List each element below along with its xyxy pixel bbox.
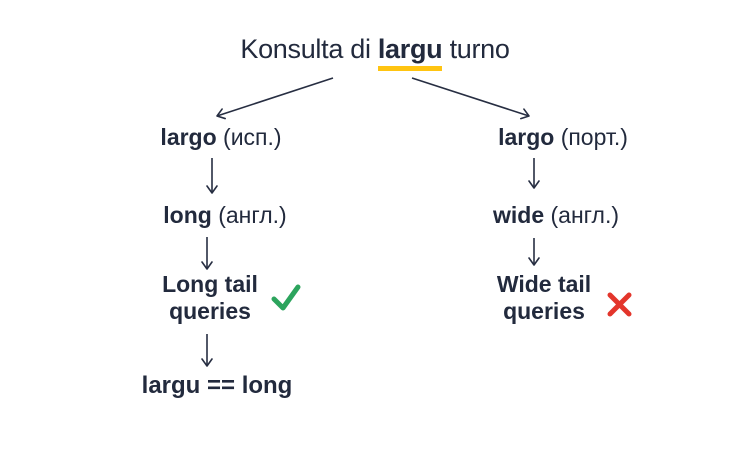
highlighted-term: largu	[377, 34, 443, 71]
result-line-1: Wide tail	[496, 271, 592, 297]
node-language: (исп.)	[223, 124, 282, 150]
title-prefix: Konsulta di	[240, 34, 371, 64]
branch-arrow-right	[411, 77, 530, 120]
result-line-2: queries	[169, 298, 251, 324]
result-line-1: Long tail	[162, 271, 258, 297]
check-icon	[271, 284, 301, 311]
cross-icon	[607, 292, 632, 317]
node-language: (англ.)	[550, 202, 620, 228]
node-largo-spanish: largo (исп.)	[160, 124, 281, 151]
page-title: Konsulta di largu turno	[0, 34, 750, 71]
node-wide-english: wide (англ.)	[493, 202, 619, 229]
node-largo-portuguese: largo (порт.)	[498, 124, 628, 151]
node-long-english: long (англ.)	[163, 202, 286, 229]
node-long-tail-queries: Long tail queries	[162, 271, 258, 325]
title-suffix: turno	[449, 34, 510, 64]
node-word: long	[163, 202, 212, 228]
node-conclusion: largu == long	[141, 372, 293, 399]
node-language: (англ.)	[218, 202, 287, 228]
branch-arrow-left	[216, 77, 334, 120]
node-wide-tail-queries: Wide tail queries	[497, 271, 591, 325]
node-word: largo	[160, 124, 217, 150]
result-line-2: queries	[503, 298, 585, 324]
node-language: (порт.)	[560, 124, 628, 150]
node-word: largo	[498, 124, 555, 150]
node-word: wide	[492, 202, 545, 228]
